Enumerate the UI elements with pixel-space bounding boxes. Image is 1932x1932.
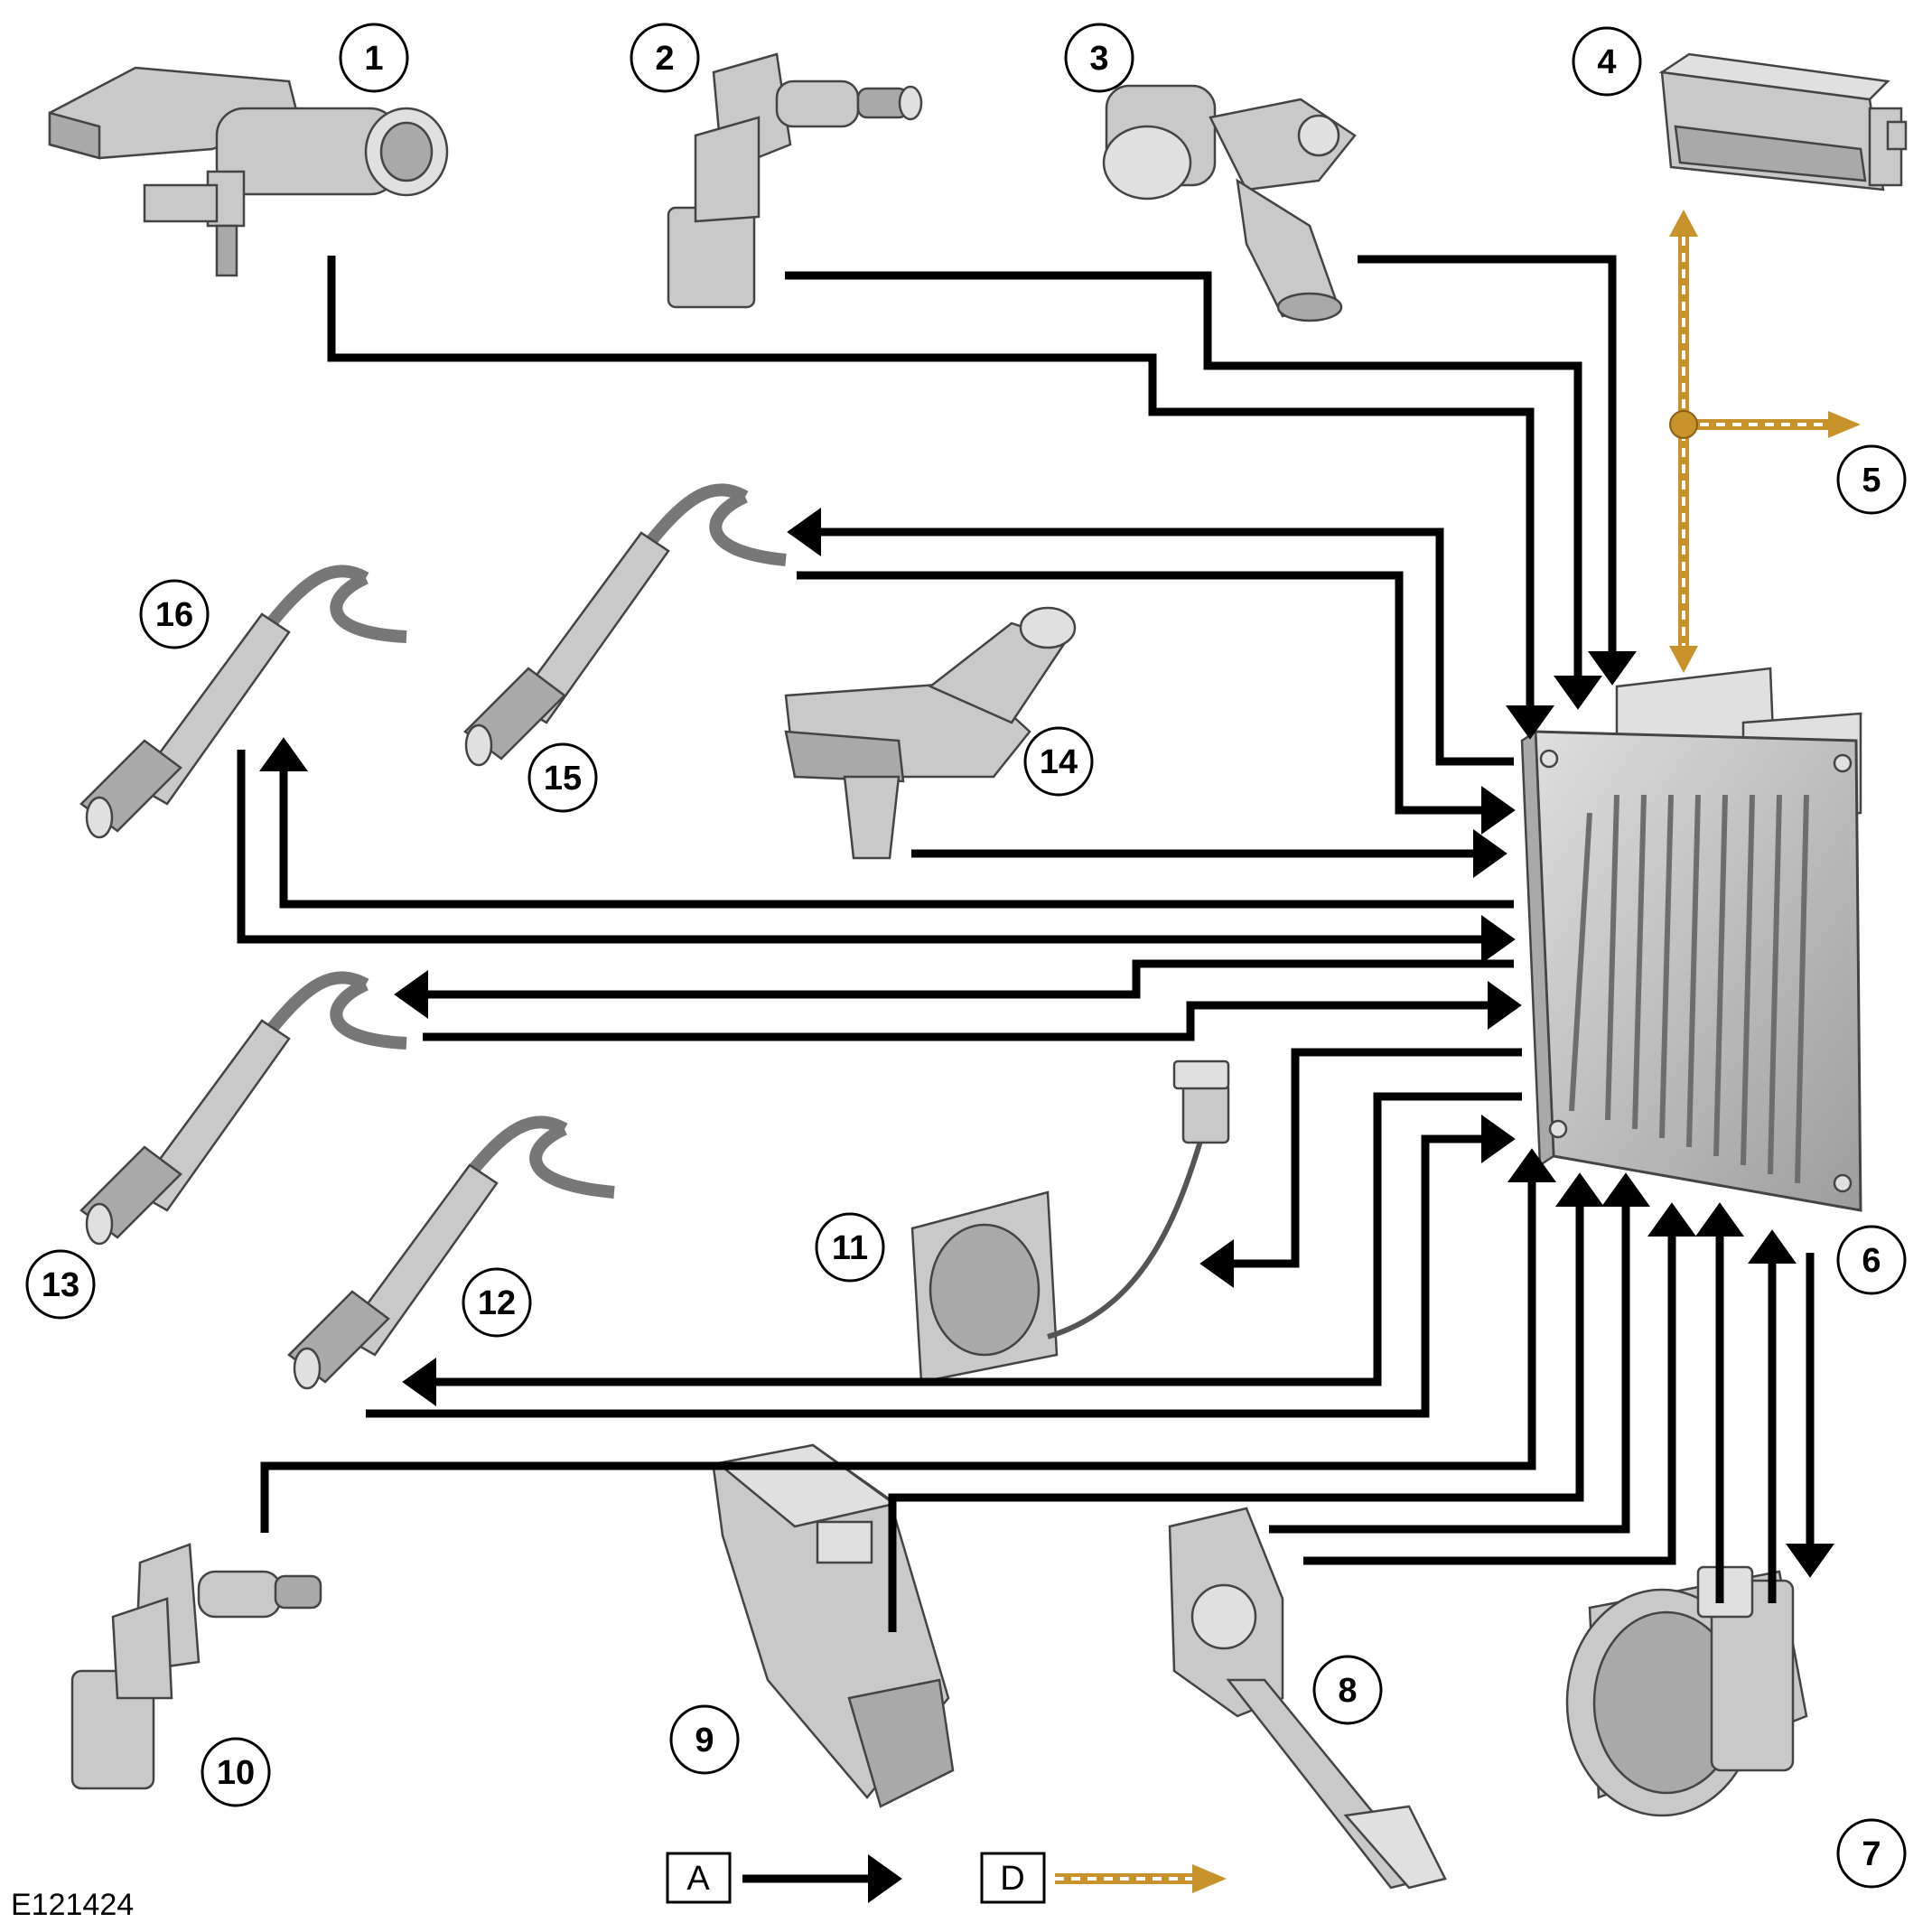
dlc-4-illustration [1658,52,1908,191]
wire-2-to-ecm [785,271,1602,710]
throttle-7-illustration [1565,1565,1808,1817]
svg-text:D: D [1000,1860,1024,1898]
svg-text:6: 6 [1862,1242,1881,1280]
pedal-8-illustration [1168,1507,1447,1890]
hardwired-connections [237,255,1834,1632]
sensor-1-illustration [48,66,449,277]
wire-ecm-to-11 [1199,1048,1522,1288]
callout-14: 14 [1023,726,1094,797]
network-connections [1669,210,1861,673]
o2-sensor-16-illustration [79,565,407,839]
wire-8b-to-ecm [1303,1202,1696,1565]
svg-text:11: 11 [832,1229,868,1267]
callout-9: 9 [669,1704,740,1775]
sensor-14-illustration [784,606,1077,860]
svg-text:4: 4 [1597,43,1616,81]
sensor-11-illustration [910,1059,1230,1384]
svg-text:16: 16 [155,596,193,634]
callout-11: 11 [815,1212,885,1283]
svg-text:12: 12 [478,1284,516,1322]
wire-ecm-to-13 [394,959,1514,1019]
wire-15-to-ecm [797,571,1516,835]
svg-text:15: 15 [544,760,582,798]
svg-text:13: 13 [42,1266,79,1304]
callout-1: 1 [339,23,409,93]
wire-10-to-ecm [260,1148,1556,1533]
callout-8: 8 [1312,1655,1383,1725]
sensor-3-illustration [1102,84,1357,322]
legend-item-a: A [666,1852,902,1904]
svg-text:8: 8 [1338,1672,1357,1710]
svg-text:1: 1 [364,40,383,78]
wire-ecm-to-16 [259,737,1514,909]
callout-3: 3 [1064,23,1134,93]
callout-7: 7 [1836,1818,1907,1889]
svg-text:2: 2 [655,40,674,78]
o2-sensor-13-illustration [79,971,407,1246]
o2-sensor-15-illustration [463,483,787,767]
legend-item-d: D [980,1852,1227,1904]
callout-2: 2 [630,23,700,93]
callout-13: 13 [25,1249,96,1320]
wire-12-to-ecm [366,1115,1516,1418]
wire-3-to-ecm [1358,255,1637,686]
wire-8a-to-ecm [1269,1172,1650,1534]
sensor-10-illustration [70,1543,322,1790]
callout-12: 12 [462,1267,532,1338]
svg-text:9: 9 [695,1722,714,1759]
svg-text:3: 3 [1089,40,1108,78]
ecm-6-illustration [1520,667,1862,1212]
callout-16: 16 [139,579,210,649]
legend: A D [666,1852,1227,1904]
wire-ecm-to-15 [787,508,1514,766]
wire-16-to-ecm [237,750,1516,964]
svg-text:A: A [686,1860,710,1898]
svg-text:14: 14 [1040,743,1078,781]
o2-sensor-12-illustration [287,1115,615,1390]
sensor-2-illustration [667,52,923,309]
callouts: 1 2 3 4 5 6 7 8 [25,23,1907,1889]
svg-text:5: 5 [1862,462,1881,499]
svg-text:7: 7 [1862,1835,1881,1873]
wire-13-to-ecm [423,981,1522,1041]
wire-9-to-ecm [888,1172,1604,1632]
svg-text:10: 10 [217,1754,255,1792]
callout-4: 4 [1572,26,1642,97]
wire-ecm-to-12 [402,1092,1522,1406]
wire-1-to-ecm [327,256,1554,740]
callout-10: 10 [201,1737,271,1807]
callout-5: 5 [1836,444,1907,515]
callout-15: 15 [527,742,598,813]
figure-reference: E121424 [11,1888,134,1922]
callout-6: 6 [1836,1225,1907,1295]
